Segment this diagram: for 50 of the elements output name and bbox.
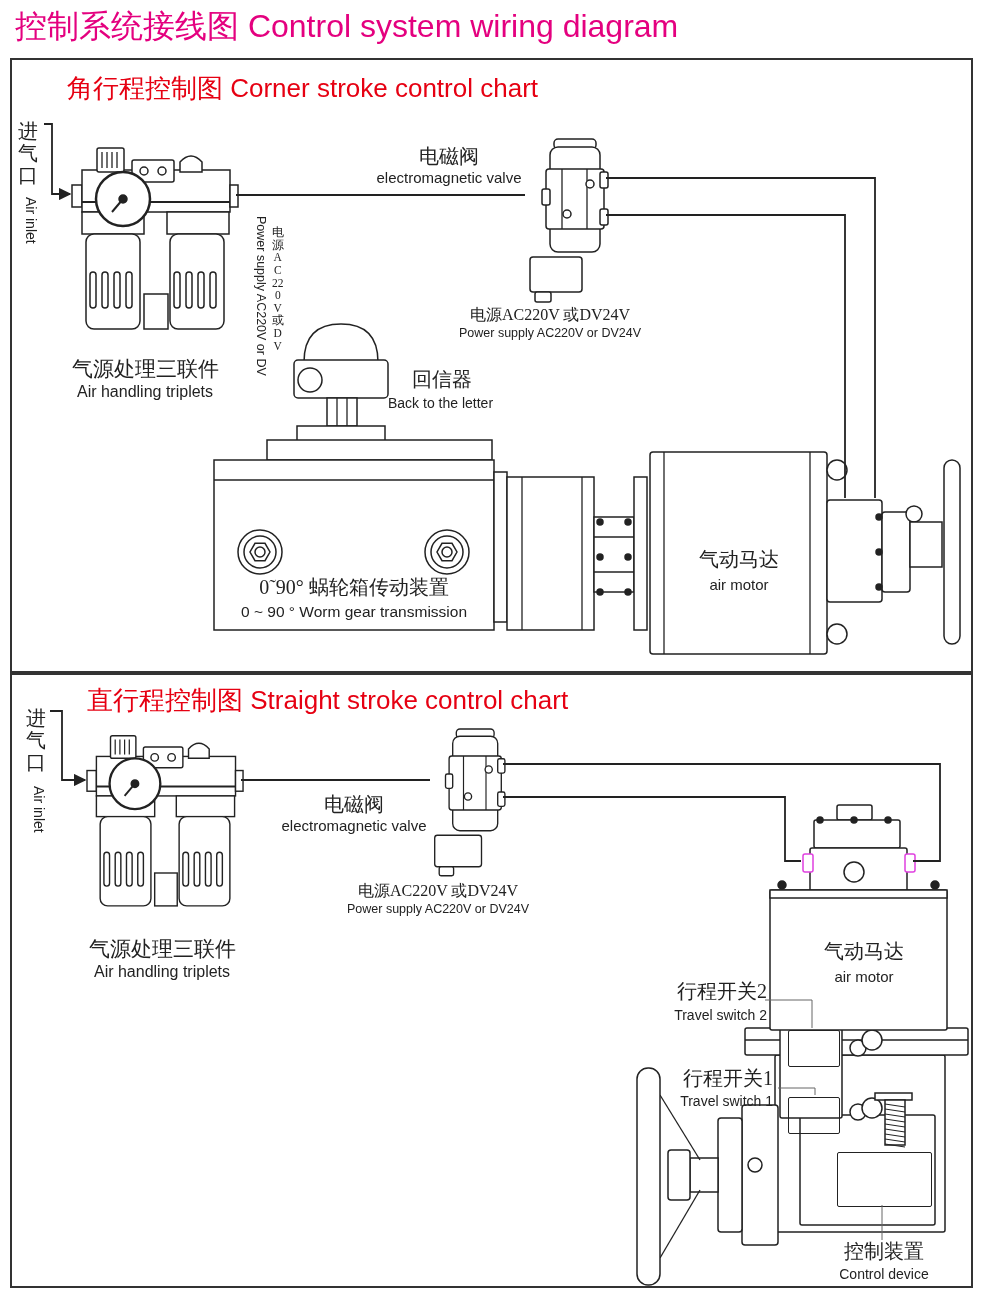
air-pipe (43, 123, 72, 201)
diagram-title: 控制系统接线图 Control system wiring diagram (15, 8, 679, 45)
power-note: 电源AC220V 或DV (272, 226, 284, 353)
part-label: 气源处理三联件 (71, 357, 219, 382)
leader-line (777, 1087, 816, 1096)
part-label: Control device (839, 1266, 929, 1283)
air-pipe (502, 763, 941, 862)
part-label: air motor (834, 968, 894, 986)
air-pipe (605, 177, 876, 499)
control-unit (837, 1152, 932, 1207)
part-label: 电磁阀 (324, 793, 384, 816)
part-label: 回信器 (412, 368, 472, 391)
part-label: 行程开关1 (683, 1067, 773, 1090)
inlet-label: 进气口 (18, 120, 38, 186)
air-pipe (235, 194, 526, 196)
part-label: Air handling triplets (76, 383, 214, 402)
part-label: 0 ~ 90 ° Worm gear transmission (241, 603, 467, 621)
part-label: 行程开关2 (677, 980, 767, 1003)
part-label: 气源处理三联件 (88, 937, 236, 962)
panel-heading: 角行程控制图 Corner stroke control chart (67, 74, 538, 104)
inlet-label: Air inlet (32, 786, 46, 833)
air-pipe (240, 779, 431, 781)
part-label: 控制装置 (844, 1240, 924, 1263)
power-note: Power supply AC220V or DV24V (347, 902, 529, 917)
leader-line (881, 1204, 883, 1241)
power-note: Power supply AC220V or DV24V (459, 326, 641, 341)
part-label: Air handling triplets (93, 963, 231, 982)
power-note: 电源AC220V 或DV24V (469, 306, 631, 325)
panel (10, 673, 973, 1288)
part-label: air motor (709, 576, 769, 594)
panel (10, 58, 973, 673)
power-note: 电源AC220V 或DV24V (357, 882, 519, 901)
limit-switch (788, 1097, 840, 1134)
part-label: 气动马达 (699, 548, 779, 571)
part-label: Back to the letter (388, 395, 494, 412)
part-label: electromagnetic valve (281, 817, 427, 835)
panel-heading: 直行程控制图 Straight stroke control chart (87, 686, 569, 716)
limit-switch (788, 1030, 840, 1067)
inlet-label: Air inlet (24, 197, 38, 244)
part-label: 电磁阀 (419, 145, 479, 168)
inlet-label: 进气口 (26, 707, 46, 773)
part-label: 0˜90° 蜗轮箱传动装置 (259, 576, 449, 599)
leader-line (764, 999, 813, 1029)
air-pipe (49, 710, 87, 787)
air-pipe (502, 796, 802, 862)
part-label: 气动马达 (824, 940, 904, 963)
air-pipe (605, 214, 846, 499)
part-label: electromagnetic valve (376, 169, 522, 187)
power-note: Power supply AC220V or DV (254, 216, 267, 376)
part-label: Travel switch 2 (674, 1007, 767, 1024)
